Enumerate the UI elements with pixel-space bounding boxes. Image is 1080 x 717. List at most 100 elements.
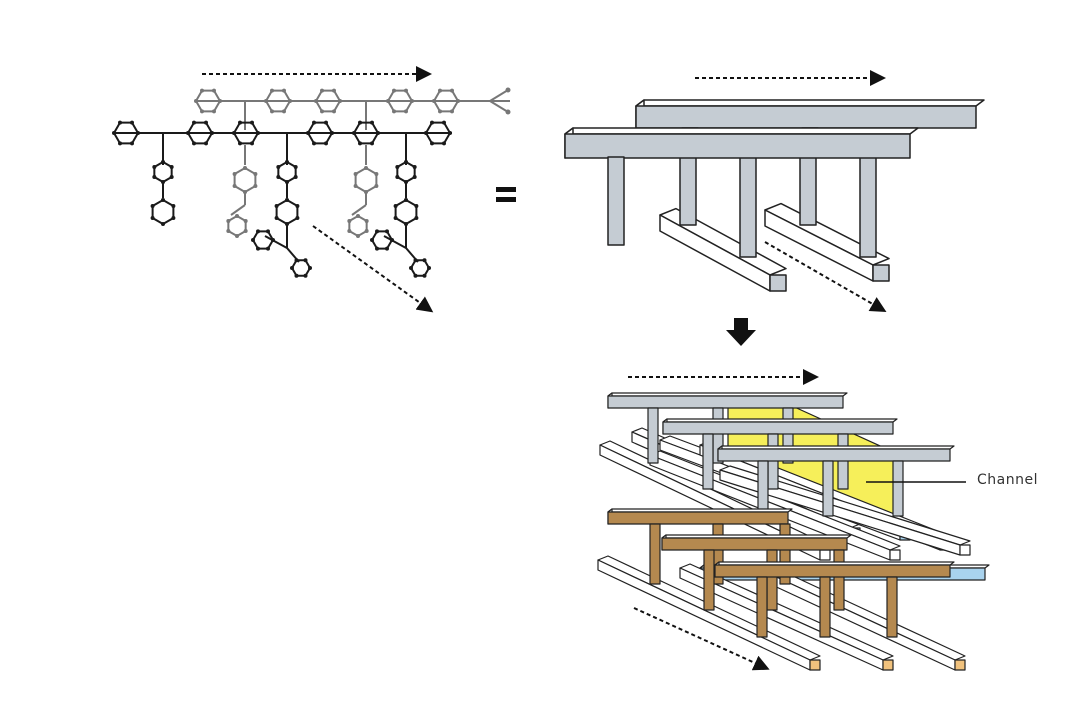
beam-end-face xyxy=(819,549,831,561)
atom xyxy=(256,229,260,234)
atom xyxy=(332,109,336,114)
atom xyxy=(270,109,274,114)
atom xyxy=(293,175,298,179)
atom xyxy=(118,141,122,146)
phenyl-ring xyxy=(354,166,378,194)
atom xyxy=(409,266,413,270)
atom xyxy=(264,99,268,103)
molecular-structure-panel xyxy=(112,66,511,313)
atom xyxy=(238,141,242,146)
atom xyxy=(161,160,165,164)
grey-leg xyxy=(782,407,794,464)
atom xyxy=(356,234,360,238)
atom xyxy=(136,131,140,135)
atom xyxy=(392,88,396,93)
atom xyxy=(395,175,400,179)
atom xyxy=(404,160,408,164)
atom xyxy=(430,120,434,125)
atom xyxy=(192,120,196,125)
grey-leg xyxy=(892,460,904,517)
atom xyxy=(404,88,408,93)
atom xyxy=(210,131,214,135)
grey-horizontal-beam xyxy=(607,392,848,409)
atom xyxy=(404,109,408,114)
atom xyxy=(442,120,446,125)
beam-end-face xyxy=(809,659,821,671)
beam-front-face xyxy=(607,395,844,409)
atom xyxy=(250,141,254,146)
beam-front-face xyxy=(635,105,977,129)
atom xyxy=(238,120,242,125)
front-polymer-chain xyxy=(112,120,452,278)
beam-front-face xyxy=(662,421,894,435)
beam-top-face xyxy=(564,127,919,135)
atom xyxy=(112,131,116,135)
direction-arrow-diagonal xyxy=(633,607,770,671)
atom xyxy=(332,88,336,93)
atom xyxy=(450,88,454,93)
atom xyxy=(204,120,208,125)
atom xyxy=(370,141,374,146)
atom xyxy=(294,273,299,278)
atom xyxy=(226,229,231,233)
atom xyxy=(171,204,176,208)
phenyl-ring xyxy=(251,230,275,250)
brown-horizontal-beam xyxy=(607,508,793,525)
back-polymer-chain xyxy=(194,87,511,238)
atom xyxy=(232,172,237,176)
brown-leg xyxy=(703,549,715,611)
atom xyxy=(235,234,239,238)
atom xyxy=(266,246,270,251)
atom xyxy=(353,184,358,188)
atom xyxy=(393,216,398,220)
atom xyxy=(308,266,312,270)
atom xyxy=(150,204,155,208)
beam-front-face xyxy=(661,537,848,551)
phenyl-ring xyxy=(394,198,418,226)
atom xyxy=(320,88,324,93)
front-top-beam xyxy=(564,127,919,159)
atom xyxy=(456,99,460,103)
atom xyxy=(386,99,390,103)
bond xyxy=(351,204,367,216)
atom xyxy=(395,165,400,169)
atom xyxy=(253,184,258,188)
atom xyxy=(358,141,362,146)
orange-diagonal-beam xyxy=(679,563,894,671)
atom xyxy=(374,172,379,176)
atom xyxy=(374,184,379,188)
atom xyxy=(422,258,427,263)
atom xyxy=(393,204,398,208)
atom xyxy=(505,87,511,93)
atom xyxy=(438,109,442,114)
atom xyxy=(169,175,174,179)
atom xyxy=(338,99,342,103)
atom xyxy=(303,258,308,263)
phenyl-ring xyxy=(409,259,431,277)
atom xyxy=(430,141,434,146)
atom xyxy=(243,229,248,233)
atom xyxy=(243,219,248,223)
brown-leg xyxy=(766,549,778,611)
channel-label: Channel xyxy=(977,472,1038,488)
atom xyxy=(390,238,394,242)
atom xyxy=(347,229,352,233)
stacked-assembly-panel xyxy=(597,369,990,671)
atom xyxy=(312,141,316,146)
atom xyxy=(171,216,176,220)
atom xyxy=(320,109,324,114)
grey-leg xyxy=(757,460,769,517)
atom xyxy=(375,229,379,234)
atom xyxy=(118,120,122,125)
grey-horizontal-beam xyxy=(662,418,898,435)
atom xyxy=(370,120,374,125)
back-diagonal-beam xyxy=(764,202,890,282)
beam-front-face xyxy=(607,511,789,525)
atom xyxy=(424,131,428,135)
phenyl-ring xyxy=(275,198,299,226)
atom xyxy=(294,258,299,263)
beam-front-face xyxy=(717,448,951,462)
atom xyxy=(414,216,419,220)
atom xyxy=(353,172,358,176)
down-arrow-icon xyxy=(726,318,756,346)
